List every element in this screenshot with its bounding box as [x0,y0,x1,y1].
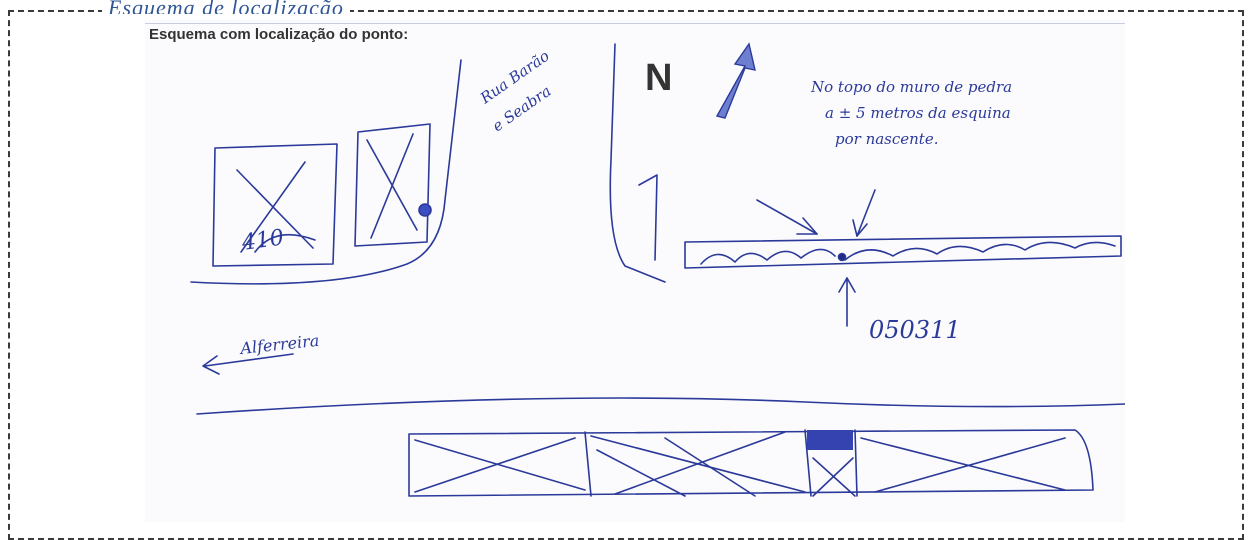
street-edge-left [190,59,462,285]
survey-point [837,252,847,262]
building-410 [212,143,338,267]
arrow-left [756,199,818,235]
note-line-3: por nascente. [835,130,938,148]
point-id: 050311 [869,316,961,344]
note-line-2: a ± 5 metros da esquina [825,104,1011,122]
filled-block [807,430,853,450]
road-edge-lower [196,397,1125,415]
hand-drawn-sketch [190,42,1125,497]
north-arrow-icon [715,42,756,119]
scan-top-rule [145,23,1125,24]
stone-wall [684,235,1122,269]
flag-pole [638,174,658,261]
arrow-top [856,189,876,237]
location-sketch-image: Esquema com localização do ponto: [145,20,1125,522]
direction-label: Alferreira [237,331,320,358]
building-corner [354,123,431,247]
sketch-text-layer: N 410 Rua Barão e Seabra No topo do muro… [237,47,1012,358]
lot-number: 410 [239,225,285,256]
corner-point-marker [418,203,432,217]
lower-buildings [408,429,1094,497]
direction-arrow [204,353,294,367]
north-label: N [645,57,672,99]
street-edge-right [609,43,666,283]
note-line-1: No topo do muro de pedra [810,78,1012,96]
sketch-heading: Esquema com localização do ponto: [149,26,409,43]
caption-top: Esquema de localização [102,0,350,14]
